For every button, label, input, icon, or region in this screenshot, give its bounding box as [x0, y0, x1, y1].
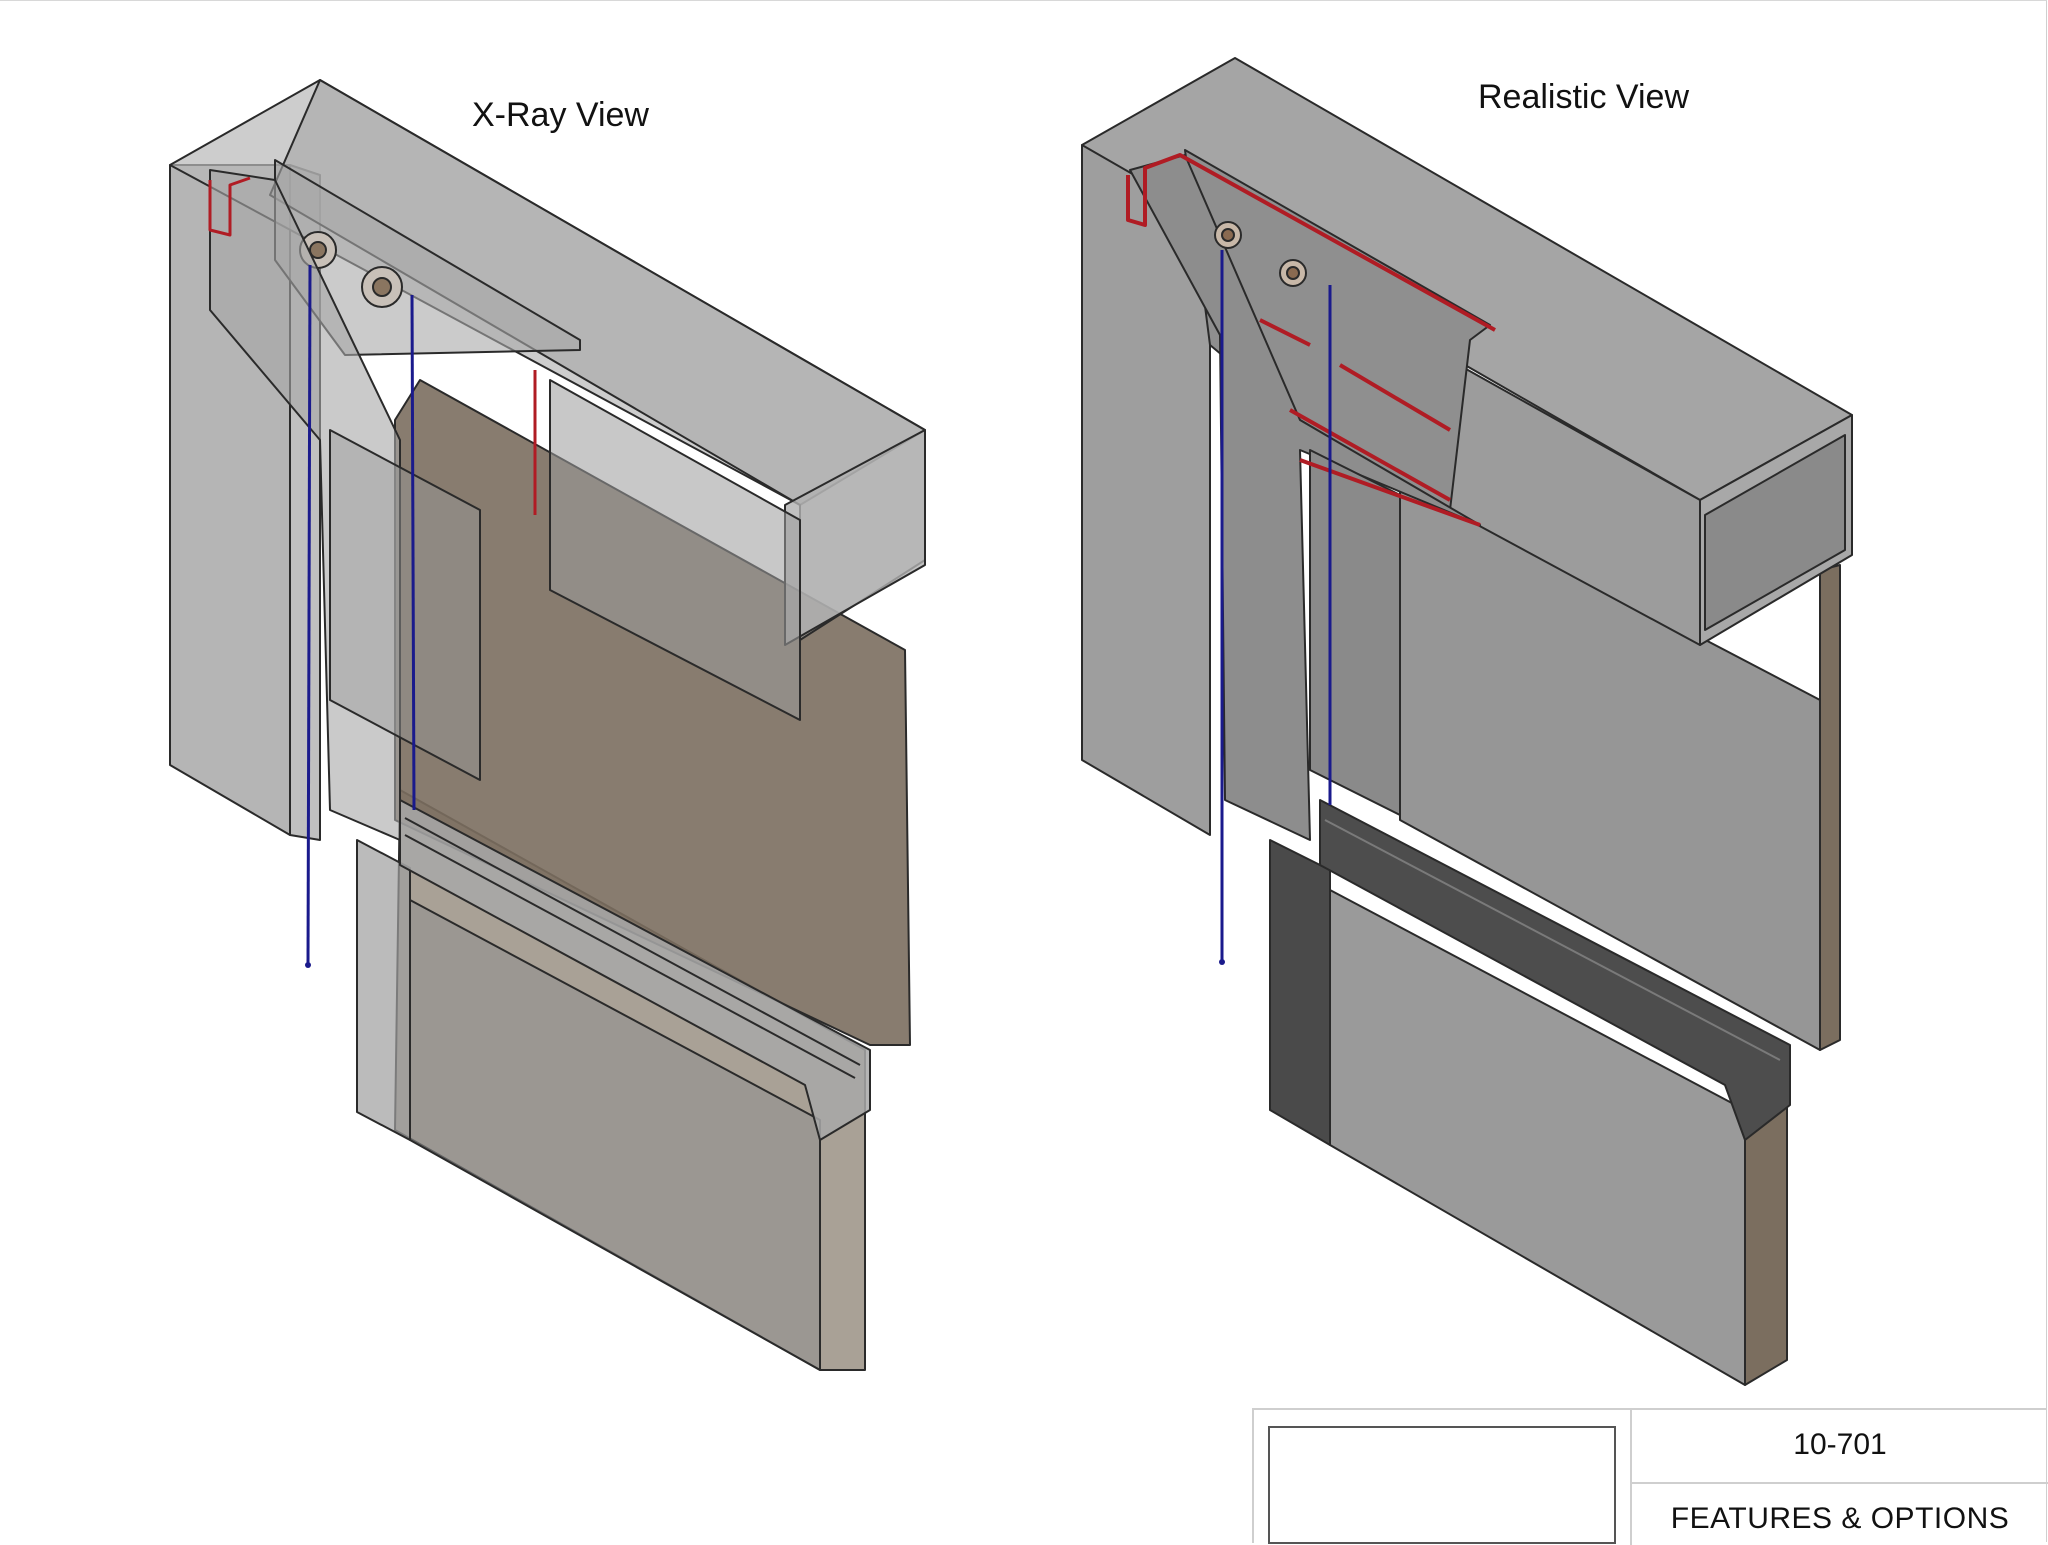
real-pulley-hub: [1221, 228, 1235, 242]
xray-pulley-hub: [372, 277, 392, 297]
xray-view-title: X-Ray View: [472, 96, 649, 134]
real-bottom-rail: [1319, 799, 1791, 1141]
real-bottom-rail-line: [1324, 819, 1781, 1061]
xray-bottom-rail-line: [404, 817, 861, 1066]
xray-pull-cord: [410, 294, 416, 811]
real-inner-post: [1309, 449, 1401, 816]
title-block-divider: [1630, 1482, 2048, 1484]
title-block-logo-box: [1268, 1426, 1616, 1544]
title-block-divider: [1630, 1410, 1632, 1545]
drawing-subject: FEATURES & OPTIONS: [1670, 1502, 2010, 1535]
real-head-rail-channel-slot: [1704, 434, 1846, 631]
real-seal-strip: [1289, 408, 1451, 502]
realistic-view-drawing: [1081, 57, 1853, 1386]
xray-inner-post: [329, 429, 481, 781]
real-seal-strip: [1259, 318, 1311, 347]
real-seal-strip: [1338, 363, 1452, 432]
real-seal-strip: [1126, 153, 1496, 332]
xray-view-drawing: [169, 79, 926, 1371]
realistic-view-title: Realistic View: [1478, 78, 1690, 116]
xray-seal-strip: [208, 176, 251, 237]
real-bottom-dark-post: [1269, 839, 1331, 1146]
xray-bottom-rail: [399, 799, 871, 1141]
drawing-number: 10-701: [1793, 1428, 1887, 1461]
title-block: 10-701 FEATURES & OPTIONS: [1252, 1408, 2048, 1545]
xray-pulley-hub: [309, 241, 327, 259]
xray-head-rail-lower-channel: [549, 379, 801, 721]
xray-pull-cord: [306, 264, 312, 966]
real-pulley-hub: [1286, 266, 1300, 280]
xray-bottom-side-panel: [356, 839, 411, 1141]
xray-side-bracket: [209, 169, 401, 841]
xray-bottom-rail-line: [404, 834, 856, 1079]
xray-cord-end: [305, 962, 311, 968]
real-upper-panel-edge: [1819, 564, 1841, 1051]
real-cord-end: [1219, 959, 1225, 965]
